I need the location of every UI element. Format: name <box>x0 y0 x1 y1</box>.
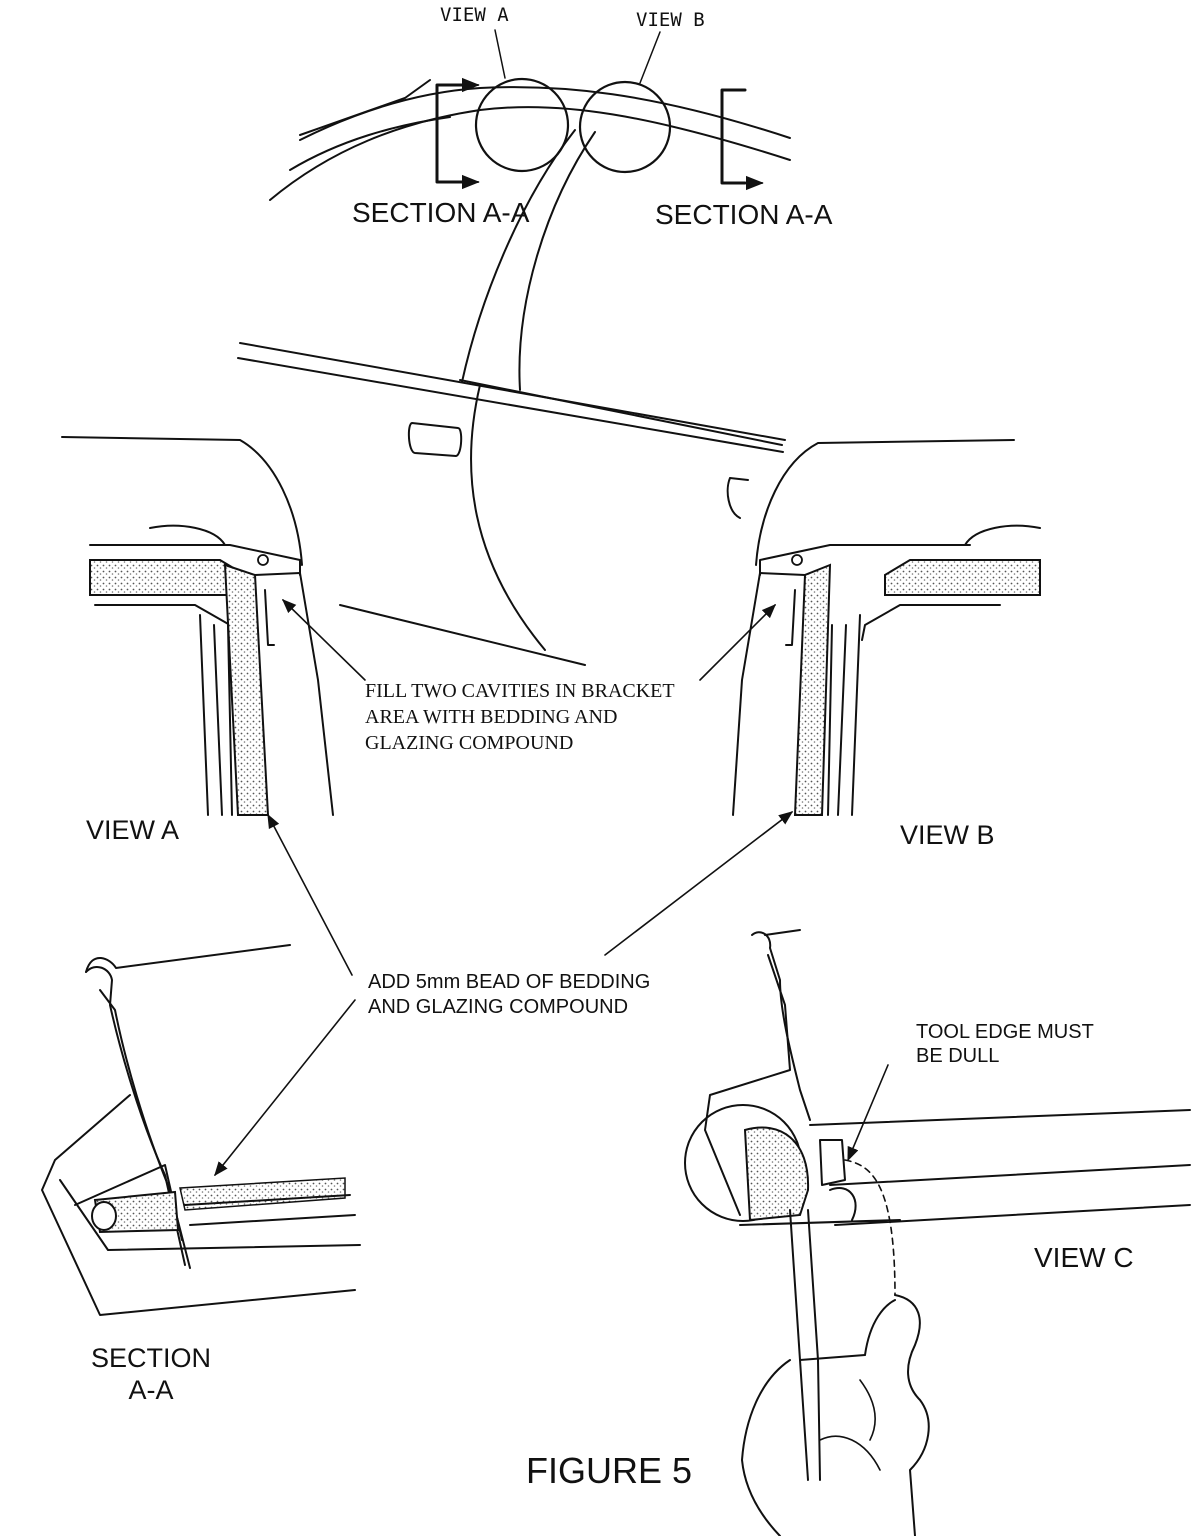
section-a-a-detail <box>41 944 361 1316</box>
view-a-circle <box>474 29 570 173</box>
view-b-circle <box>578 31 672 174</box>
view-c-label: VIEW C <box>1034 1242 1134 1273</box>
view-a-detail <box>61 436 334 816</box>
figure-title: FIGURE 5 <box>526 1450 693 1491</box>
section-bracket-right <box>720 88 764 191</box>
fill-note-arrows <box>281 598 777 681</box>
fill-note-line-2: AREA WITH BEDDING AND <box>365 706 618 728</box>
fill-note-line-1: FILL TWO CAVITIES IN BRACKET <box>365 680 675 702</box>
view-a-label: VIEW A <box>86 815 180 845</box>
bead-note-line-1: ADD 5mm BEAD OF BEDDING <box>368 971 651 993</box>
tool-note-line-2: BE DULL <box>916 1045 1000 1067</box>
section-bottom-label: SECTION A-A <box>86 1342 216 1406</box>
fill-note: FILL TWO CAVITIES IN BRACKET AREA WITH B… <box>365 678 675 756</box>
section-right-label: SECTION A-A <box>655 199 833 230</box>
fill-note-line-3: GLAZING COMPOUND <box>365 732 574 754</box>
top-view-b-label: VIEW B <box>636 9 705 31</box>
section-bracket-left <box>435 77 480 190</box>
door-body-outline <box>237 342 786 666</box>
bead-note-arrows <box>214 811 794 1177</box>
tool-note-line-1: TOOL EDGE MUST <box>916 1021 1094 1043</box>
roof-rail-overview <box>269 79 791 391</box>
bead-note: ADD 5mm BEAD OF BEDDING AND GLAZING COMP… <box>368 970 650 1020</box>
tool-note: TOOL EDGE MUST BE DULL <box>916 1020 1094 1068</box>
section-left-label: SECTION A-A <box>352 197 530 228</box>
tool-note-arrow <box>847 1064 889 1162</box>
view-b-detail <box>732 439 1041 816</box>
section-bottom-line-1: SECTION <box>90 1343 211 1373</box>
section-bottom-line-2: A-A <box>128 1375 174 1405</box>
view-c-detail <box>684 929 1191 1536</box>
view-b-label: VIEW B <box>900 820 995 850</box>
top-view-a-label: VIEW A <box>440 4 509 26</box>
bead-note-line-2: AND GLAZING COMPOUND <box>368 996 629 1018</box>
